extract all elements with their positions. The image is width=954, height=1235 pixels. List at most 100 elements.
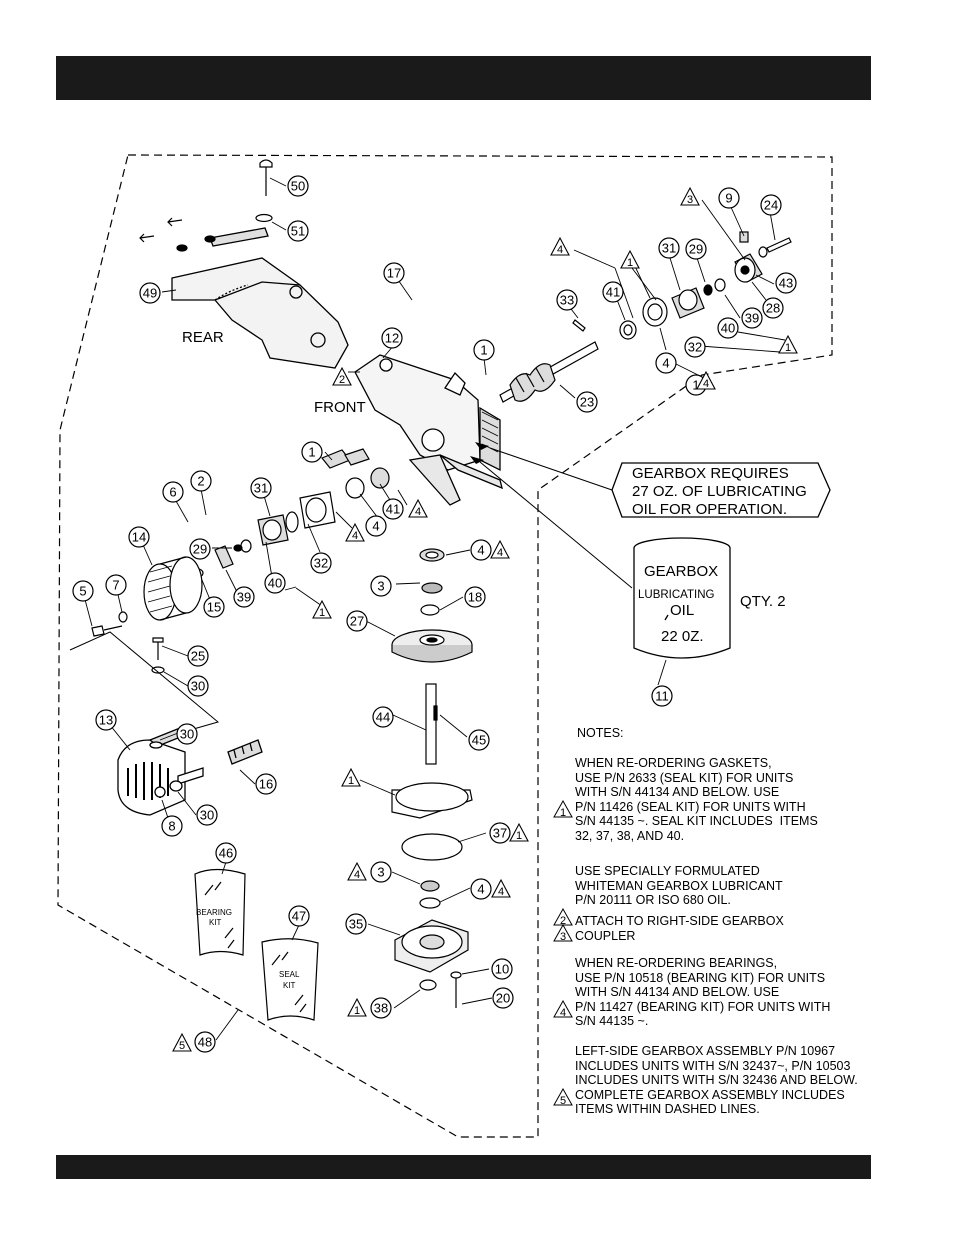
seal-kit-label-1: SEAL: [279, 970, 300, 979]
part-number-18: 18: [468, 590, 482, 605]
part-balloon-51: [287, 220, 309, 242]
part-number-3: 3: [377, 579, 384, 594]
notes-header: NOTES:: [577, 726, 624, 740]
note-2-line: WHITEMAN GEARBOX LUBRICANT: [575, 878, 783, 893]
footer-bar: [56, 1155, 871, 1179]
part-balloon-5: [72, 580, 94, 602]
note-triangle-4: [345, 522, 365, 542]
part-number-31: 31: [254, 481, 268, 496]
part-number-33: 33: [560, 293, 574, 308]
part-balloon-20: [492, 987, 514, 1009]
note-5-line: ITEMS WITHIN DASHED LINES.: [575, 1102, 760, 1116]
part-balloon-28: [762, 297, 784, 319]
svg-text:1: 1: [560, 807, 566, 818]
part-number-35: 35: [349, 917, 363, 932]
screws-top-left: [139, 159, 273, 252]
part-balloon-14: [128, 526, 150, 548]
note-triangle-label-3: 3: [687, 194, 693, 206]
note-2-line: USE SPECIALLY FORMULATED: [575, 864, 760, 878]
callout-line-3: OIL FOR OPERATION.: [632, 501, 787, 518]
part-number-45: 45: [472, 733, 486, 748]
part-number-31: 31: [662, 241, 676, 256]
note-triangle-1: [312, 599, 332, 619]
part-balloon-29: [685, 238, 707, 260]
part-balloon-4: [470, 539, 492, 561]
part-balloon-1: [473, 339, 495, 361]
part-number-23: 23: [580, 395, 594, 410]
part-number-37: 37: [493, 826, 507, 841]
part-balloon-50: [287, 175, 309, 197]
part-balloon-48: [194, 1031, 216, 1053]
part-balloon-49: [139, 282, 161, 304]
part-balloon-23: [576, 391, 598, 413]
note-2-line: P/N 20111 OR ISO 680 OIL.: [575, 893, 731, 907]
part-balloon-43: [775, 272, 797, 294]
note-triangle-icon-4: 4: [553, 1000, 573, 1018]
note-triangle-label-4: 4: [557, 244, 563, 256]
header-bar: [56, 56, 871, 100]
part-balloon-29: [189, 538, 211, 560]
part-balloon-40: [264, 572, 286, 594]
part-balloon-3: [370, 575, 392, 597]
part-number-1: 1: [692, 378, 699, 393]
note-triangle-label-4: 4: [354, 869, 360, 881]
gearbox-housing: [354, 354, 503, 506]
part-balloon-16: [255, 773, 277, 795]
part-balloon-24: [760, 194, 782, 216]
note-triangle-1: [347, 997, 367, 1017]
center-stack: [391, 548, 473, 1008]
note-5-line: COMPLETE GEARBOX ASSEMBLY INCLUDES: [575, 1087, 845, 1102]
note-triangle-icon-5: 5: [553, 1088, 573, 1106]
note-triangle-label-4: 4: [415, 506, 421, 518]
part-balloon-39: [233, 586, 255, 608]
note-triangle-1: [341, 767, 361, 787]
note-triangle-label-4: 4: [498, 886, 504, 898]
part-number-4: 4: [477, 882, 484, 897]
note-4-line: USE P/N 10518 (BEARING KIT) FOR UNITS: [575, 970, 826, 985]
note-triangle-label-1: 1: [319, 607, 325, 619]
part-number-30: 30: [200, 808, 214, 823]
part-number-10: 10: [495, 962, 509, 977]
note-triangle-icon-1: 1: [553, 800, 573, 818]
part-balloon-39: [741, 307, 763, 329]
note-1-line: S/N 44135 ~. SEAL KIT INCLUDES ITEMS: [575, 814, 818, 828]
can-label-lubricating: LUBRICATING: [638, 589, 715, 601]
part-number-4: 4: [372, 519, 379, 534]
part-number-7: 7: [112, 578, 119, 593]
part-number-1: 1: [480, 343, 487, 358]
oil-qty: QTY. 2: [740, 593, 786, 610]
note-triangle-4: [347, 861, 367, 881]
part-balloon-30: [176, 723, 198, 745]
bearing-kit-label-2: KIT: [209, 918, 222, 927]
note-triangle-4: [550, 236, 570, 256]
note-triangle-label-4: 4: [352, 530, 358, 542]
part-number-11: 11: [655, 689, 669, 704]
part-balloon-6: [162, 481, 184, 503]
part-number-30: 30: [180, 727, 194, 742]
callout-box: [611, 462, 831, 518]
note-triangle-1: [778, 334, 798, 354]
part-number-50: 50: [291, 179, 305, 194]
part-number-41: 41: [386, 502, 400, 517]
part-number-49: 49: [143, 286, 157, 301]
note-triangle-label-4: 4: [703, 378, 709, 390]
part-number-2: 2: [197, 474, 204, 489]
part-balloon-27: [346, 610, 368, 632]
note-5-line: INCLUDES UNITS WITH S/N 32436 AND BELOW.: [575, 1073, 858, 1087]
part-balloon-33: [556, 289, 578, 311]
part-balloon-18: [464, 586, 486, 608]
seal-kit-label-2: KIT: [283, 981, 296, 990]
note-triangle-label-1: 1: [516, 830, 522, 842]
note-1-line: WITH S/N 44134 AND BELOW. USE: [575, 785, 780, 799]
svg-text:4: 4: [560, 1007, 566, 1018]
part-balloon-3: [370, 861, 392, 883]
part-number-27: 27: [350, 614, 364, 629]
part-number-16: 16: [259, 777, 273, 792]
kit-bags: [194, 868, 319, 1021]
part-number-25: 25: [191, 649, 205, 664]
note-triangle-label-2: 2: [339, 374, 345, 386]
callout-line-2: 27 OZ. OF LUBRICATING: [632, 483, 807, 500]
part-balloon-41: [602, 281, 624, 303]
part-balloon-17: [383, 262, 405, 284]
